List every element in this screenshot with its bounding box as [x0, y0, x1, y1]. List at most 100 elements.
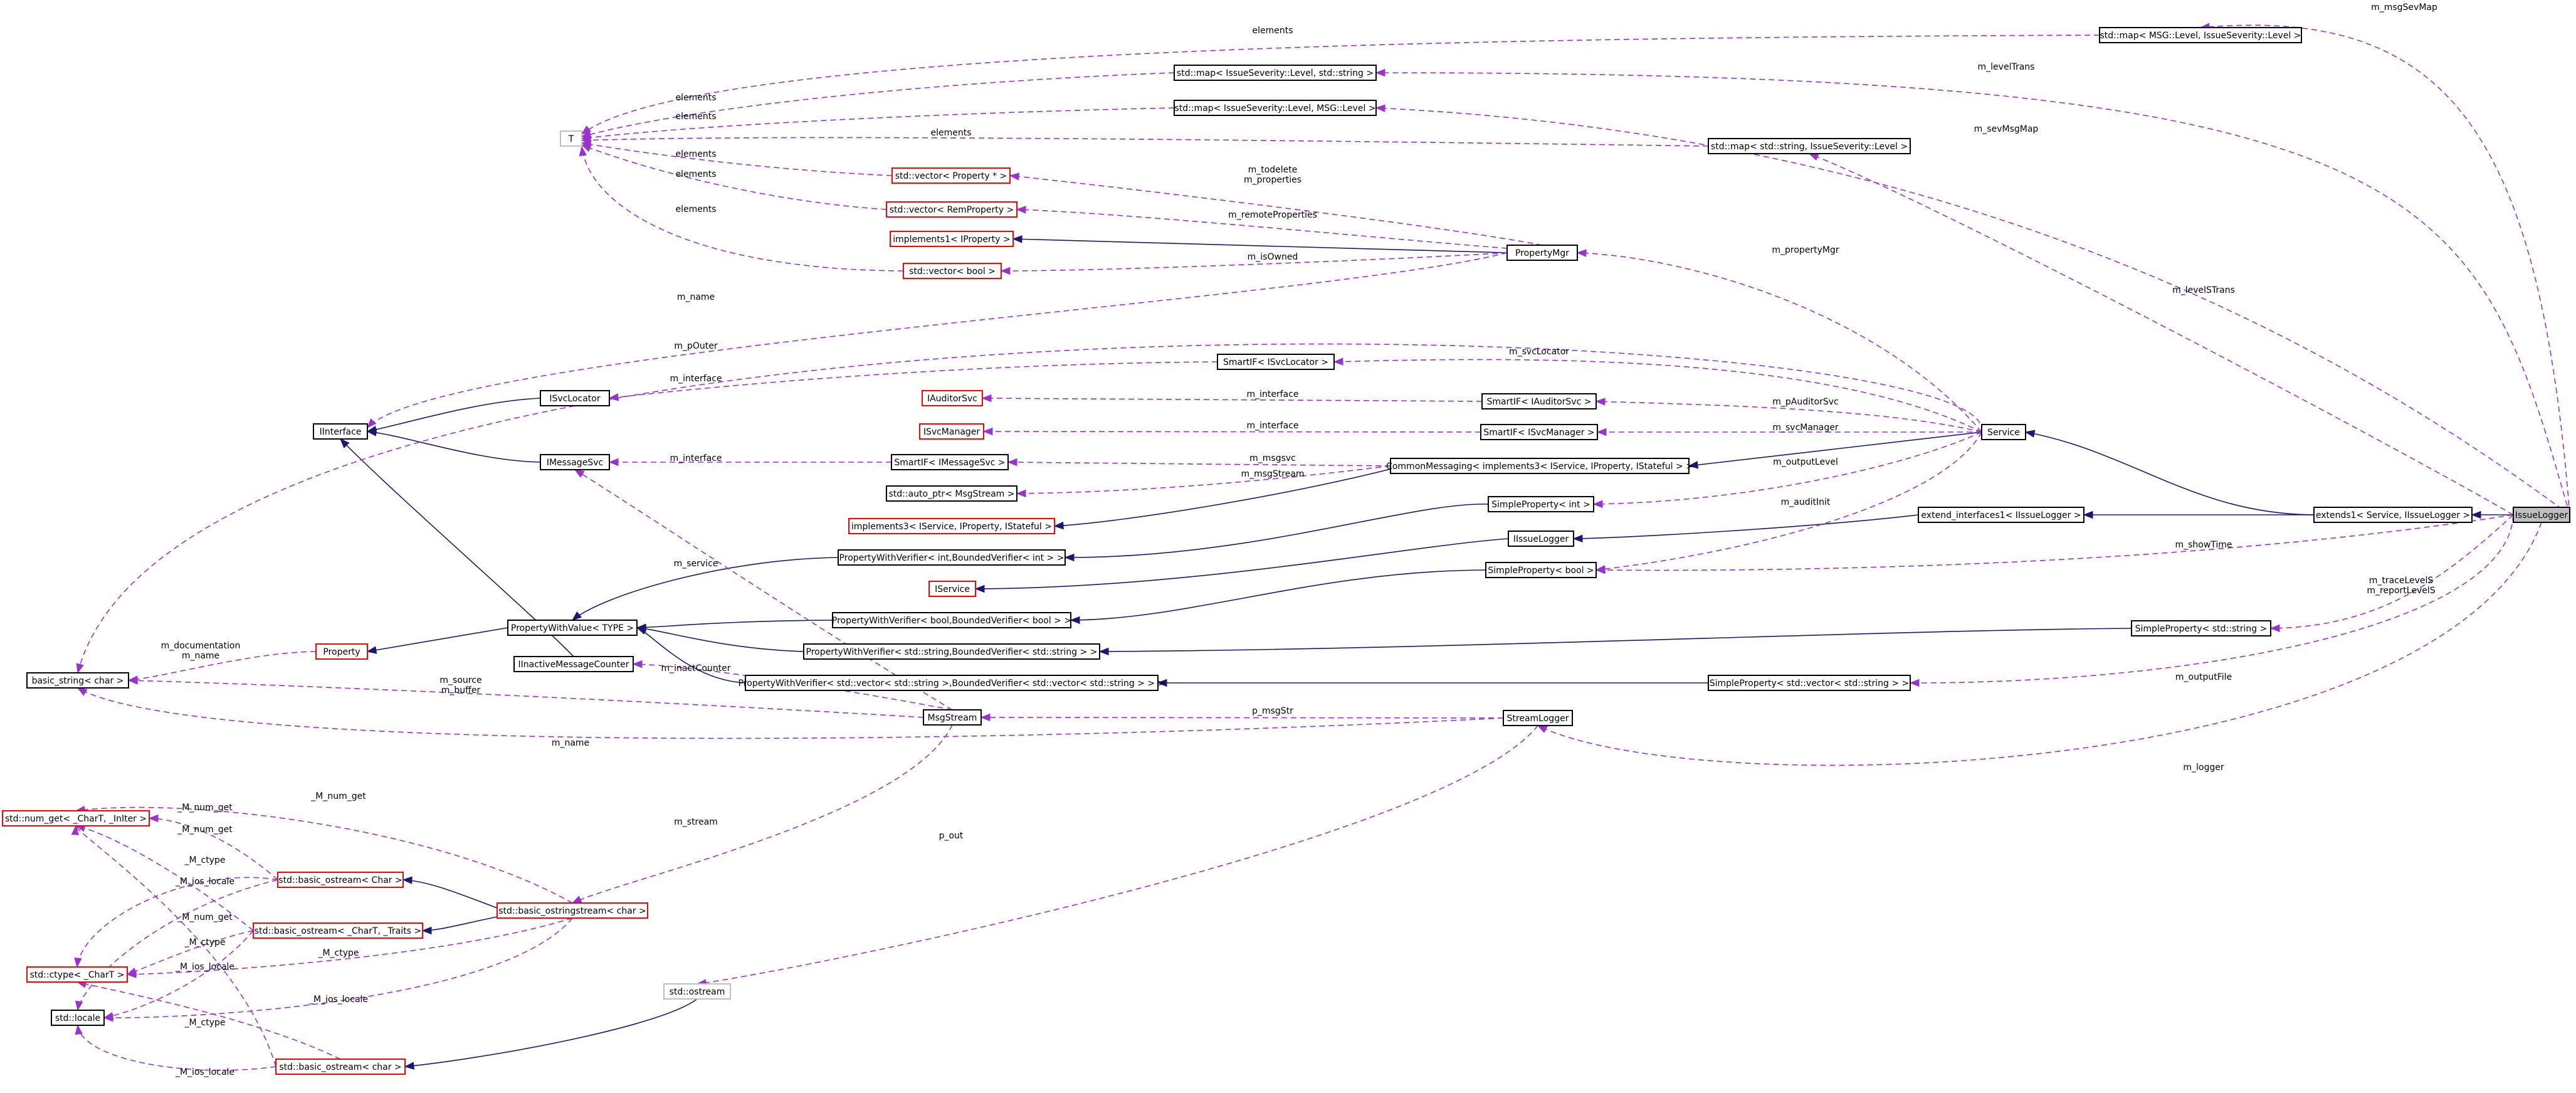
- edge-label-pauditorsvc: m_pAuditorSvc: [1772, 397, 1838, 407]
- class-node-basic-ostream-char[interactable]: std::basic_ostream< char >: [275, 1059, 406, 1075]
- edge-label-m-ios-locale: _M_ios_locale: [175, 1067, 234, 1077]
- class-name-extend-interfaces1: extend_interfaces1< IIssueLogger >: [1921, 510, 2081, 520]
- edge-label-m-num-get: _M_num_get: [177, 912, 233, 922]
- edge-label-documentation-name: m_documentation: [161, 641, 241, 651]
- class-node-vec-property-ptr[interactable]: std::vector< Property * >: [891, 167, 1011, 184]
- class-name-map-string-level: std::map< std::string, IssueSeverity::Le…: [1711, 142, 1908, 152]
- class-node-smartif-isvcmanager[interactable]: SmartIF< ISvcManager >: [1480, 424, 1598, 440]
- class-node-vec-remproperty[interactable]: std::vector< RemProperty >: [886, 201, 1017, 218]
- edge-sif-isvcloc: [608, 361, 1218, 401]
- class-name-propertywithvalue: PropertyWithValue< TYPE >: [511, 623, 634, 633]
- class-node-auto-ptr-msgstream[interactable]: std::auto_ptr< MsgStream >: [886, 485, 1017, 502]
- class-node-extends1[interactable]: extends1< Service, IIssueLogger >: [2313, 507, 2473, 523]
- class-node-property-mgr[interactable]: PropertyMgr: [1506, 245, 1578, 261]
- class-name-basic-ostringstream: std::basic_ostringstream< char >: [498, 906, 646, 916]
- class-node-map-level-string[interactable]: std::map< IssueSeverity::Level, std::str…: [1174, 65, 1377, 81]
- class-node-iissuelogger[interactable]: IIssueLogger: [1508, 531, 1574, 547]
- class-name-basic-ostream-CharT: std::basic_ostream< _CharT, _Traits >: [255, 926, 421, 936]
- class-node-simpleprop-vecstring[interactable]: SimpleProperty< std::vector< std::string…: [1708, 675, 1911, 691]
- class-node-imessagesvc[interactable]: IMessageSvc: [540, 454, 610, 470]
- class-node-pwv-bool[interactable]: PropertyWithVerifier< bool,BoundedVerifi…: [832, 612, 1071, 628]
- edge-pmgr-vrp: [1016, 206, 1508, 249]
- class-node-pwv-string[interactable]: PropertyWithVerifier< std::string,Bounde…: [803, 643, 1100, 660]
- class-node-iservice[interactable]: IService: [928, 581, 976, 597]
- class-node-impl1-iproperty[interactable]: implements1< IProperty >: [890, 231, 1014, 247]
- class-name-pwv-int: PropertyWithVerifier< int,BoundedVerifie…: [839, 553, 1065, 563]
- class-node-num-get[interactable]: std::num_get< _CharT, _InIter >: [2, 810, 150, 826]
- class-node-basic-string[interactable]: basic_string< char >: [26, 672, 129, 689]
- class-node-smartif-imessagesvc[interactable]: SmartIF< IMessageSvc >: [891, 454, 1009, 470]
- edge-label-source-buffer: m_buffer: [441, 685, 481, 695]
- edge-sif-imsg: [608, 458, 891, 467]
- class-node-streamlogger[interactable]: StreamLogger: [1503, 710, 1573, 726]
- edge-msgsvc: [1007, 458, 1391, 467]
- edge-label-auditinit: m_auditInit: [1781, 497, 1831, 507]
- edge-lc-3: [103, 917, 573, 1022]
- class-node-ostream[interactable]: std::ostream: [663, 983, 731, 1000]
- class-name-msgstream: MsgStream: [928, 713, 977, 723]
- class-node-isvcmanager[interactable]: ISvcManager: [919, 423, 984, 440]
- class-node-extend-interfaces1[interactable]: extend_interfaces1< IIssueLogger >: [1918, 507, 2084, 523]
- edge-issuelog-iservice: [974, 538, 1509, 593]
- class-name-vec-property-ptr: std::vector< Property * >: [895, 171, 1007, 181]
- class-node-map-level-msg[interactable]: std::map< IssueSeverity::Level, MSG::Lev…: [1174, 100, 1377, 116]
- class-node-iauditorsvc[interactable]: IAuditorSvc: [922, 390, 983, 406]
- edge-msgstr: [980, 713, 1504, 722]
- edge-label-msgsvc: m_msgsvc: [1249, 453, 1296, 463]
- class-node-simpleprop-bool[interactable]: SimpleProperty< bool >: [1485, 562, 1597, 578]
- edge-label-todelete-properties: m_properties: [1244, 175, 1301, 185]
- class-node-T[interactable]: T: [560, 130, 582, 147]
- class-node-iinactive[interactable]: IInactiveMessageCounter: [513, 656, 634, 672]
- class-name-service: Service: [1987, 428, 2020, 438]
- class-node-locale[interactable]: std::locale: [51, 1010, 105, 1026]
- edge-label-m-ctype: _M_ctype: [184, 855, 225, 865]
- edge-label-m-ctype: _M_ctype: [184, 937, 225, 948]
- class-node-common-messaging[interactable]: CommonMessaging< implements3< IService, …: [1386, 458, 1693, 474]
- class-node-smartif-iauditorsvc[interactable]: SmartIF< IAuditorSvc >: [1481, 393, 1597, 409]
- class-node-smartif-isvclocator[interactable]: SmartIF< ISvcLocator >: [1217, 354, 1335, 370]
- class-node-isvclocator[interactable]: ISvcLocator: [540, 390, 610, 406]
- edge-outputfile: [1909, 514, 2514, 687]
- class-node-simpleprop-int[interactable]: SimpleProperty< int >: [1488, 496, 1594, 512]
- class-node-basic-ostream-CharT[interactable]: std::basic_ostream< _CharT, _Traits >: [253, 922, 423, 939]
- edge-pwvbool-pwvalue: [636, 620, 833, 631]
- class-node-map-string-level[interactable]: std::map< std::string, IssueSeverity::Le…: [1708, 138, 1911, 154]
- class-node-basic-ostringstream[interactable]: std::basic_ostringstream< char >: [497, 902, 648, 919]
- edge-pmgr-impl1: [1012, 235, 1508, 253]
- edge-label-outputfile: m_outputFile: [2175, 672, 2232, 682]
- edge-label-showtime: m_showTime: [2175, 540, 2232, 550]
- class-name-basic-ostream-char: std::basic_ostream< char >: [279, 1062, 401, 1072]
- edge-label-m-ctype: _M_ctype: [184, 1018, 225, 1028]
- class-node-simpleprop-string[interactable]: SimpleProperty< std::string >: [2131, 620, 2271, 636]
- class-node-propertywithvalue[interactable]: PropertyWithValue< TYPE >: [507, 620, 638, 636]
- class-node-iinterface[interactable]: IInterface: [313, 423, 368, 440]
- edge-ng-4: [71, 825, 276, 1067]
- class-node-vec-bool[interactable]: std::vector< bool >: [903, 263, 1002, 279]
- edge-showtime: [1595, 514, 2514, 574]
- class-name-basic-string: basic_string< char >: [32, 676, 124, 686]
- class-name-ostream: std::ostream: [670, 987, 725, 997]
- class-node-pwv-vecstring[interactable]: PropertyWithVerifier< std::vector< std::…: [739, 675, 1165, 691]
- class-node-pwv-int[interactable]: PropertyWithVerifier< int,BoundedVerifie…: [838, 549, 1066, 566]
- edge-simpvec-pwvvec: [1157, 679, 1708, 687]
- edge-label-leveltrans: m_levelTrans: [1978, 62, 2035, 72]
- edge-label-name: m_name: [677, 292, 715, 302]
- edge-stream: [571, 724, 953, 904]
- edge-pwvvec-pwvalue: [636, 627, 746, 684]
- edge-label-svclocator: m_svcLocator: [1509, 347, 1569, 357]
- edge-extends1-extendif: [2083, 510, 2314, 519]
- edge-label-source-buffer: m_source: [439, 675, 481, 685]
- class-node-service[interactable]: Service: [1981, 424, 2026, 440]
- edge-label-m-ios-locale: _M_ios_locale: [308, 995, 368, 1005]
- class-node-impl3[interactable]: implements3< IService, IProperty, IState…: [848, 518, 1055, 534]
- class-name-auto-ptr-msgstream: std::auto_ptr< MsgStream >: [888, 489, 1014, 499]
- class-node-ctype[interactable]: std::ctype< _CharT >: [26, 966, 128, 983]
- edge-label-sevmsgmap: m_sevMsgMap: [1974, 124, 2039, 134]
- class-name-map-level-msg: std::map< IssueSeverity::Level, MSG::Lev…: [1174, 103, 1375, 114]
- class-node-map-msg-level[interactable]: std::map< MSG::Level, IssueSeverity::Lev…: [2099, 27, 2302, 43]
- class-node-msgstream[interactable]: MsgStream: [923, 709, 982, 726]
- class-node-property[interactable]: Property: [315, 643, 368, 660]
- class-node-issuelogger[interactable]: IssueLogger: [2513, 507, 2570, 523]
- class-node-basic-ostream-Char[interactable]: std::basic_ostream< Char >: [277, 872, 404, 888]
- edge-ct-3: [126, 917, 573, 978]
